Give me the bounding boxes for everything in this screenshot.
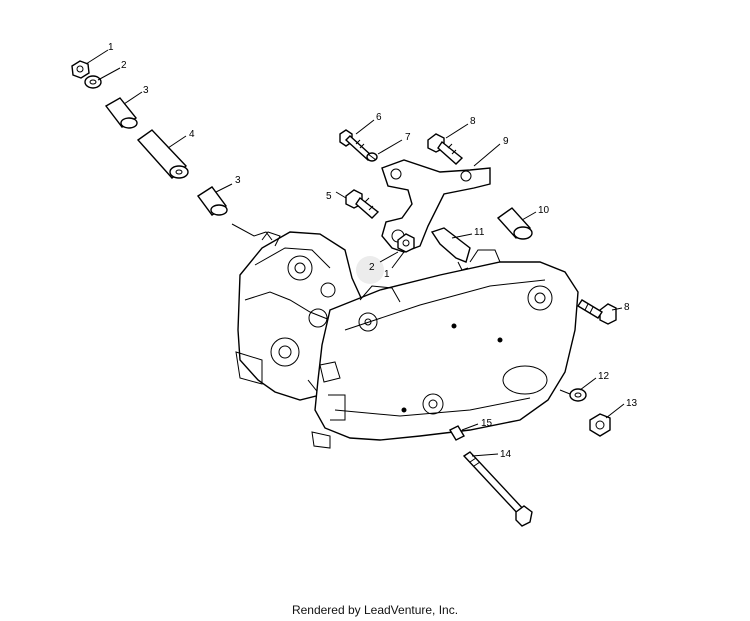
callout-2: 2: [369, 262, 375, 273]
bolt-part: [427, 133, 464, 165]
callout-11: 11: [474, 227, 485, 238]
engine-case-assembly: [235, 231, 579, 449]
dowel-pin-part: [449, 425, 465, 441]
spacer-part: [496, 207, 533, 240]
clip-part: [430, 227, 471, 271]
callout-4: 4: [189, 129, 195, 140]
sleeve-part: [136, 129, 189, 179]
callout-7: 7: [405, 132, 411, 143]
nut-part: [589, 413, 611, 437]
callout-9: 9: [503, 136, 509, 147]
callout-1: 1: [384, 269, 390, 280]
callout-12: 12: [598, 371, 610, 382]
callout-15: 15: [481, 418, 493, 429]
callout-13: 13: [626, 398, 638, 409]
bolt-part: [577, 299, 617, 325]
footer-credit: Rendered by LeadVenture, Inc.: [291, 603, 459, 617]
callout-10: 10: [538, 205, 550, 216]
stud-bolt-part: [462, 451, 533, 527]
nut-part: [397, 233, 415, 253]
callout-2: 2: [121, 60, 127, 71]
spacer-part: [196, 186, 228, 216]
callout-6: 6: [376, 112, 382, 123]
nut-part: [71, 60, 90, 79]
callout-5: 5: [326, 191, 332, 202]
callout-1: 1: [108, 42, 114, 53]
washer-part: [569, 388, 587, 402]
spacer-part: [104, 97, 138, 129]
lock-washer-part: [366, 152, 378, 162]
callout-3: 3: [143, 85, 149, 96]
callout-8: 8: [624, 302, 630, 313]
washer-part: [84, 75, 102, 89]
leader-lines: [85, 49, 625, 457]
bolt-part: [345, 189, 380, 219]
bolt-part: [339, 129, 374, 161]
callout-14: 14: [500, 449, 512, 460]
callout-3: 3: [235, 175, 241, 186]
callout-labels: 1 2 3 4 3 6 7 8 9 10 5 11 2 1 8 12 13 15…: [108, 42, 638, 460]
callout-8: 8: [470, 116, 476, 127]
